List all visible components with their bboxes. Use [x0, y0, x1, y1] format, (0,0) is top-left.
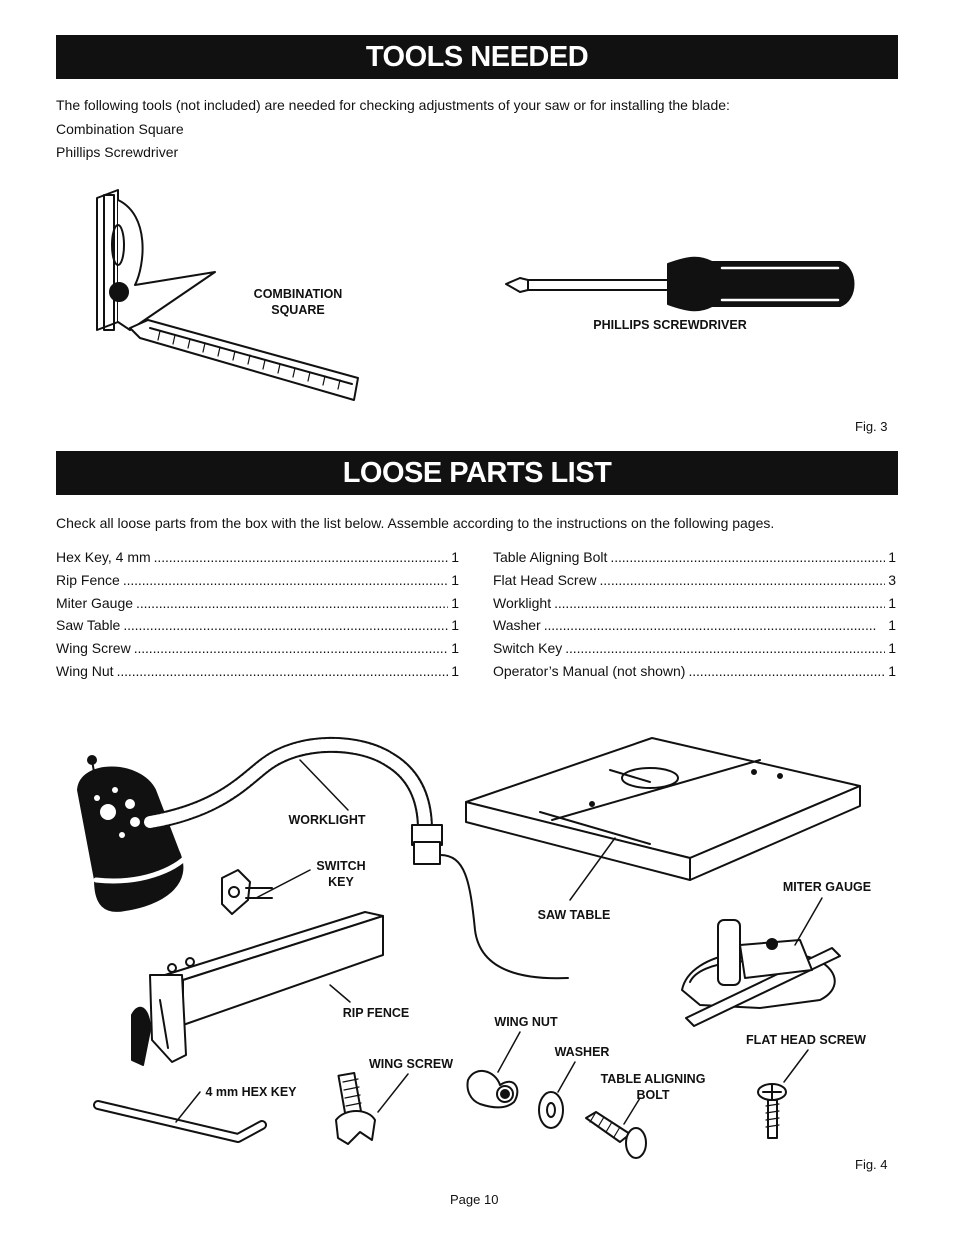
combination-square-illustration — [96, 189, 359, 401]
rip-fence-illustration — [131, 911, 384, 1066]
parts-list-right: Table Aligning Bolt1 Flat Head Screw3 Wo… — [493, 549, 896, 686]
washer-label: WASHER — [554, 1045, 610, 1059]
list-item: Washer1 — [493, 617, 896, 640]
wing-nut-illustration — [466, 1070, 519, 1109]
list-item: Saw Table1 — [56, 617, 459, 640]
wing-screw-label: WING SCREW — [368, 1057, 454, 1071]
phillips-screwdriver-illustration — [505, 256, 855, 312]
saw-table-illustration — [465, 737, 861, 881]
switch-key-illustration — [221, 869, 273, 915]
list-item: Hex Key, 4 mm1 — [56, 549, 459, 572]
list-item: Flat Head Screw3 — [493, 572, 896, 595]
parts-intro: Check all loose parts from the box with … — [56, 515, 775, 531]
list-item: Switch Key1 — [493, 640, 896, 663]
worklight-label: WORKLIGHT — [288, 813, 366, 827]
rip-fence-label: RIP FENCE — [342, 1006, 410, 1020]
hex-key-label: 4 mm HEX KEY — [205, 1085, 297, 1099]
fig-4-caption: Fig. 4 — [855, 1157, 888, 1172]
wing-screw-illustration — [335, 1071, 376, 1145]
flat-head-screw-label: FLAT HEAD SCREW — [746, 1033, 866, 1047]
list-item: Miter Gauge1 — [56, 595, 459, 618]
fig-3-caption: Fig. 3 — [855, 419, 888, 434]
flat-head-screw-illustration — [757, 1083, 787, 1139]
tool-item-combination-square: Combination Square — [56, 121, 184, 137]
list-item: Wing Screw1 — [56, 640, 459, 663]
list-item: Worklight1 — [493, 595, 896, 618]
list-item: Table Aligning Bolt1 — [493, 549, 896, 572]
parts-list-left: Hex Key, 4 mm1 Rip Fence1 Miter Gauge1 S… — [56, 549, 459, 686]
miter-gauge-illustration — [681, 919, 841, 1027]
loose-parts-heading: LOOSE PARTS LIST — [56, 451, 898, 495]
list-item: Operator’s Manual (not shown)1 — [493, 663, 896, 686]
miter-gauge-label: MITER GAUGE — [782, 880, 872, 894]
tools-needed-heading: TOOLS NEEDED — [56, 35, 898, 79]
wing-nut-label: WING NUT — [494, 1015, 558, 1029]
list-item: Wing Nut1 — [56, 663, 459, 686]
tools-intro: The following tools (not included) are n… — [56, 97, 730, 113]
hex-key-illustration — [93, 1100, 267, 1143]
tool-item-phillips-screwdriver: Phillips Screwdriver — [56, 144, 179, 160]
list-item: Rip Fence1 — [56, 572, 459, 595]
page-number: Page 10 — [450, 1192, 499, 1207]
leader-lines — [175, 759, 823, 1125]
saw-table-label: SAW TABLE — [537, 908, 611, 922]
phillips-screwdriver-label: PHILLIPS SCREWDRIVER — [593, 318, 747, 332]
worklight-illustration — [77, 736, 569, 980]
table-aligning-bolt-illustration — [585, 1111, 647, 1159]
washer-illustration — [538, 1091, 564, 1129]
